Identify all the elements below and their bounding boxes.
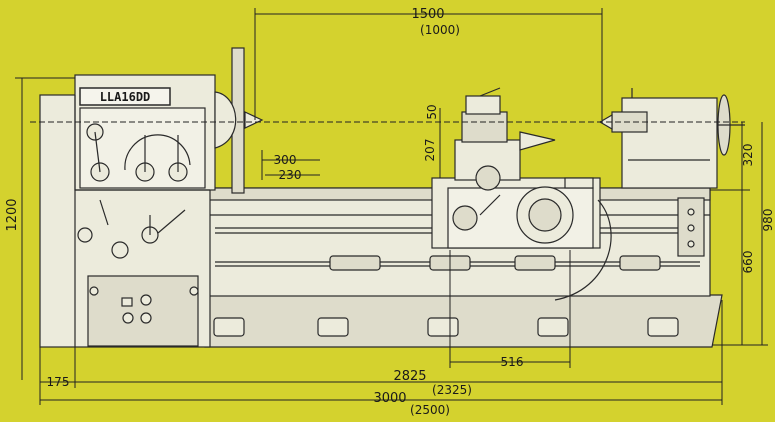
power-cable [554,199,612,301]
rod-bracket [329,255,381,271]
dim-label-2825: 2825 [393,369,426,384]
dimension-lines [15,8,768,405]
dim-label-1000: (1000) [420,23,460,37]
dim-label-2325: (2325) [432,383,472,397]
lever-knob [77,227,93,243]
rod-bracket [619,255,661,271]
end-bracket-screw [687,240,695,248]
control-box [87,275,199,347]
control-button [140,294,152,306]
nameplate-frame [79,87,171,106]
rod-bracket [514,255,556,271]
apron-handwheel-hub [528,198,562,232]
lathe-machine [39,47,745,348]
dim-label-320: 320 [741,144,755,167]
tool-post [465,95,501,115]
compound-rest [461,111,508,143]
control-screw [189,286,199,296]
dim-label-1200: 1200 [5,198,20,231]
dimension-labels: 1500 (1000) 300 230 207 50 1200 320 980 … [5,7,775,417]
dim-label-175: 175 [47,375,70,389]
base-slot [537,317,569,337]
lever-arm [94,131,101,173]
dim-label-50: 50 [425,104,439,119]
tailstock [621,97,718,189]
base-slot [427,317,459,337]
dim-label-2500: (2500) [410,403,450,417]
base-slot [213,317,245,337]
tool-post-handle [479,87,501,97]
spindle-center [244,111,264,129]
lever-arm [157,209,186,234]
control-button [122,312,134,324]
lever-arm [99,199,109,226]
dim-label-3000: 3000 [373,391,406,406]
bed-base [204,294,723,348]
dim-label-980: 980 [761,209,775,232]
dim-label-300: 300 [274,153,297,167]
cross-slide-wheel [475,165,501,191]
speed-arc [124,134,191,171]
lever-knob [111,241,129,259]
base-slot [317,317,349,337]
control-indicator [121,297,133,307]
dim-label-1500: 1500 [411,7,444,22]
speed-levers [86,123,191,182]
nameplate-model: LLA16DD [100,90,151,104]
control-button [140,312,152,324]
tool-holder [519,131,556,151]
apron-label-plate [564,177,594,189]
dim-label-516: 516 [501,355,524,369]
control-screw [89,286,99,296]
dim-label-660: 660 [741,251,755,274]
end-bracket-screw [687,208,695,216]
dim-label-207: 207 [423,139,437,162]
apron-lever [479,194,501,216]
apron-knob [452,205,478,231]
end-bracket-screw [687,224,695,232]
dim-label-230: 230 [279,168,302,182]
chuck [214,91,237,149]
feed-levers [77,199,186,259]
nameplate: LLA16DD [79,87,171,106]
base-slot [647,317,679,337]
